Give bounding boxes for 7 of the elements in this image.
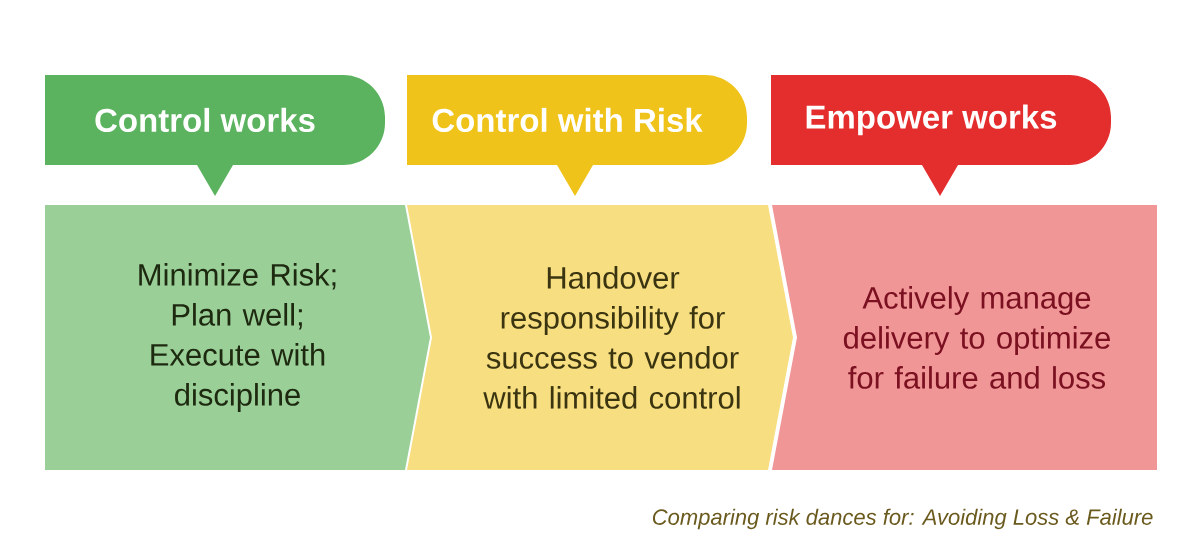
callout-bubble: Control with Risk (407, 75, 747, 196)
callout-bubble: Control works (45, 75, 385, 196)
chevron-box: Actively manage delivery to optimize for failure and loss (772, 205, 1157, 470)
caption: Comparing risk dances for: Avoiding Loss & Failure (652, 508, 1153, 530)
chevron-box: Minimize Risk; Plan well; Execute with discipline (45, 205, 430, 470)
callout-bubble: Empower works (771, 75, 1111, 196)
chevron-box: Handover responsibility for success to vendor with limited control (407, 205, 793, 470)
